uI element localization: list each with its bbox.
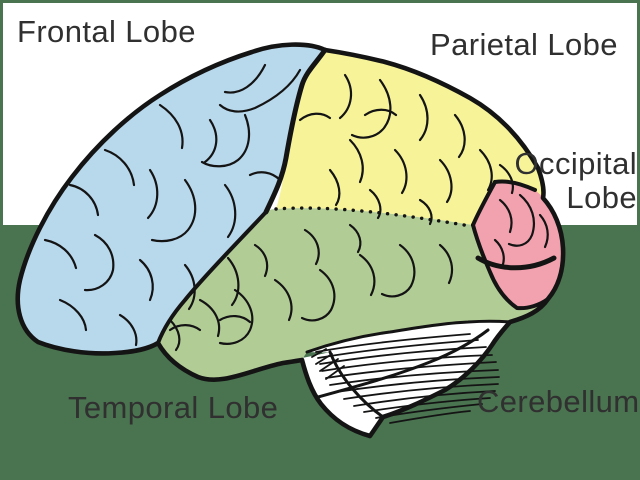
brainstem-cerebellum-boundary xyxy=(328,350,385,419)
central-sulcus-line xyxy=(263,47,328,215)
occipital-top-boundary xyxy=(493,179,537,192)
label-cerebellum: Cerebellum xyxy=(477,384,640,419)
label-occipital-lobe-line1: Occipital xyxy=(515,146,637,181)
brainstem-shape xyxy=(302,352,383,436)
frontal-sulci xyxy=(43,63,302,352)
cerebellum-stripes xyxy=(311,328,500,424)
brain-illustration xyxy=(15,42,566,439)
lobe-boundaries xyxy=(156,47,550,419)
parietal-occipital-boundary xyxy=(471,180,497,227)
label-parietal-lobe: Parietal Lobe xyxy=(430,27,618,62)
brain-outline xyxy=(15,42,566,439)
temporal-sulci xyxy=(168,223,454,345)
parietal-sulci xyxy=(298,73,514,226)
parietal-lobe-shape xyxy=(276,50,544,225)
label-occipital-lobe-line2: Lobe xyxy=(566,180,637,215)
label-frontal-lobe: Frontal Lobe xyxy=(17,14,196,49)
temporal-lobe-shape xyxy=(158,208,548,380)
occipital-temporal-boundary xyxy=(471,223,550,311)
temporal-cerebellum-boundary xyxy=(305,319,512,354)
label-temporal-lobe: Temporal Lobe xyxy=(68,390,278,425)
frontal-temporal-boundary xyxy=(156,210,268,345)
